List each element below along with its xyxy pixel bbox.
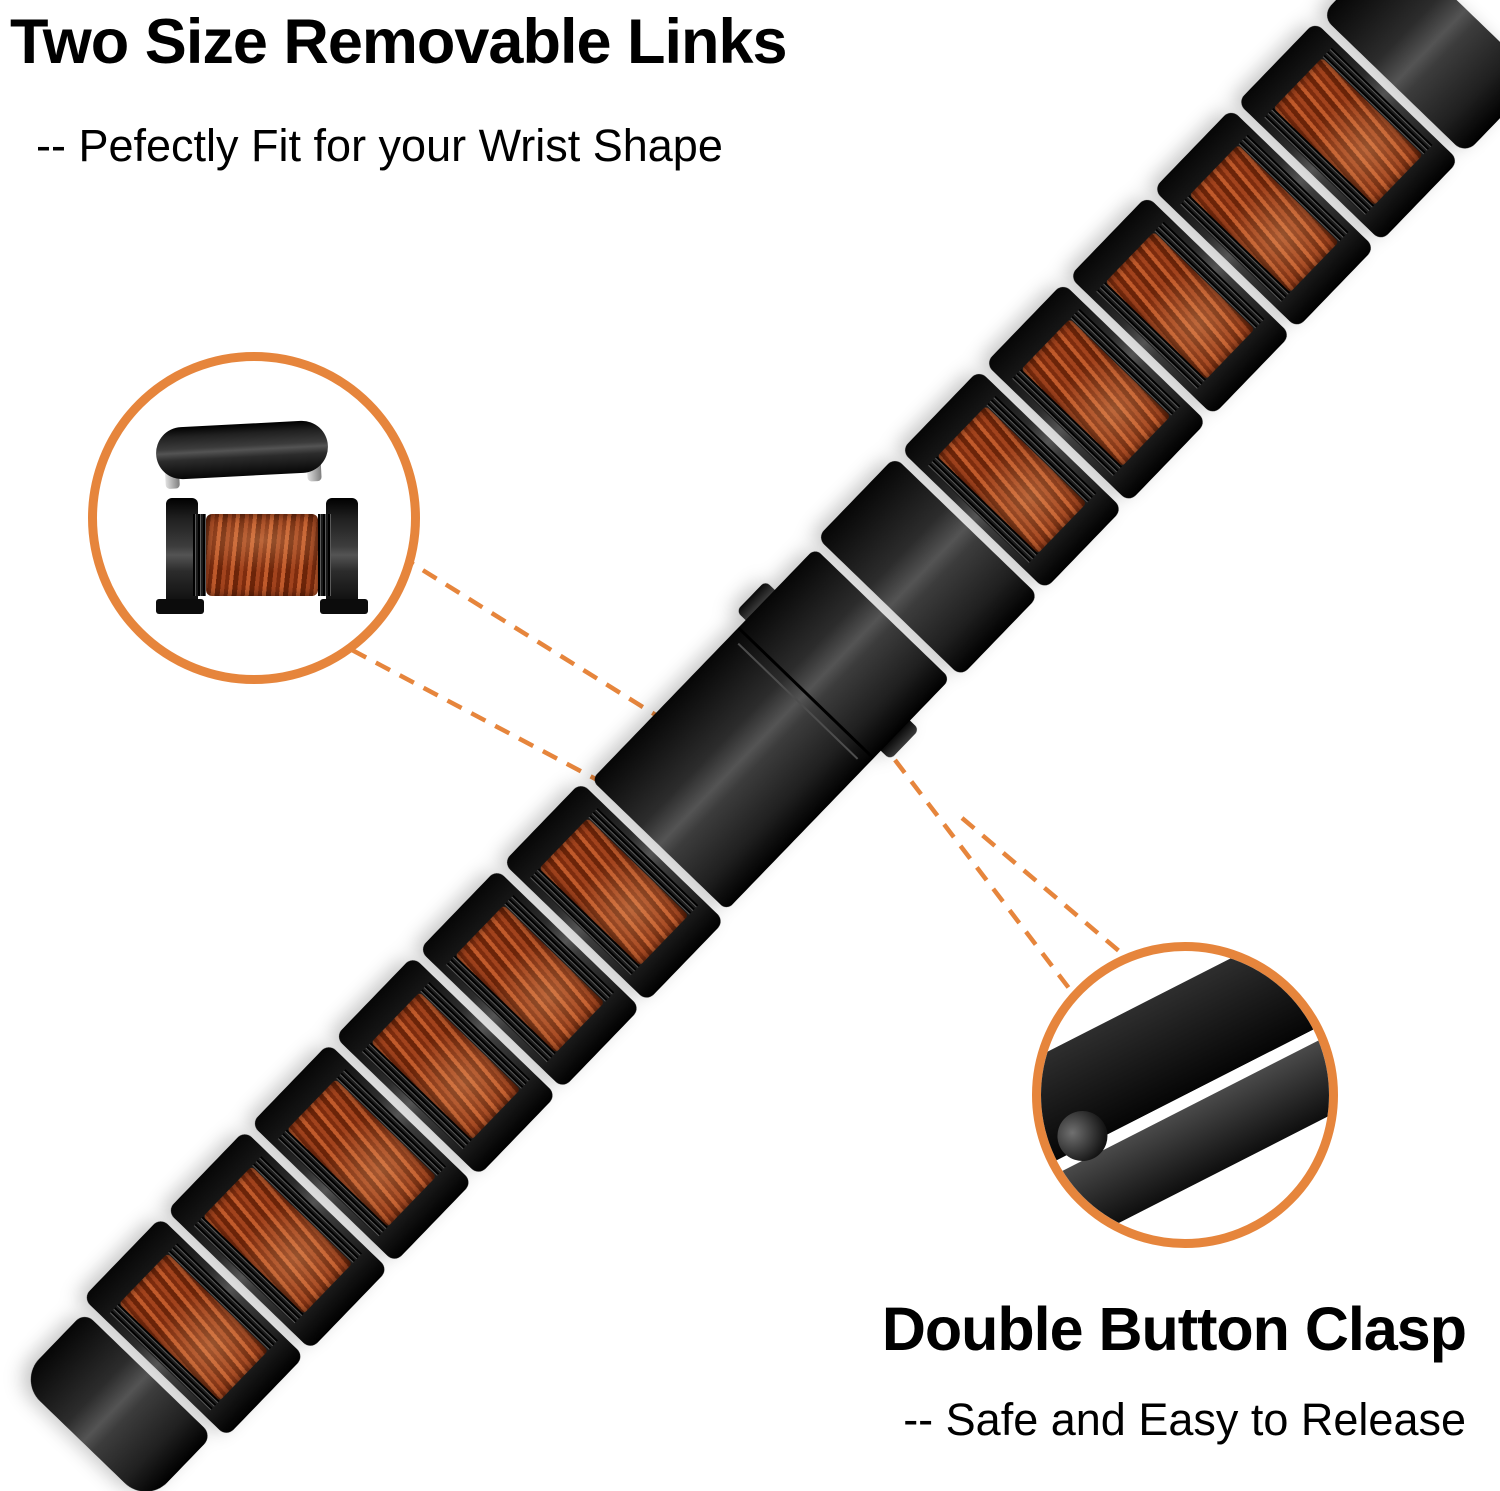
top-title: Two Size Removable Links [10, 7, 788, 77]
link-ridge-texture [318, 514, 331, 596]
bottom-title: Double Button Clasp [881, 1295, 1467, 1363]
bottom-subtitle: -- Safe and Easy to Release [903, 1394, 1466, 1445]
bracket-arm [320, 498, 368, 614]
clasp-button-icon [1041, 951, 1329, 1239]
link-bracket-icon [156, 498, 368, 614]
removable-link-icon [154, 419, 330, 490]
clasp-callout [1032, 942, 1338, 1248]
connector-link-bar [154, 419, 330, 481]
leader-line-clasp-2 [960, 816, 1134, 964]
clasp-seam [736, 626, 875, 760]
bracket-foot [320, 599, 368, 614]
clasp-seam-highlight [737, 642, 859, 760]
top-subtitle: -- Pefectly Fit for your Wrist Shape [36, 120, 723, 171]
removable-links-callout [88, 352, 420, 684]
bracket-foot [156, 599, 204, 614]
bracket-arm [156, 498, 204, 614]
wood-barrel [193, 514, 331, 596]
leader-line-clasp-1 [893, 758, 1080, 1002]
wood-inlay [206, 514, 318, 596]
link-ridge-texture [193, 514, 206, 596]
